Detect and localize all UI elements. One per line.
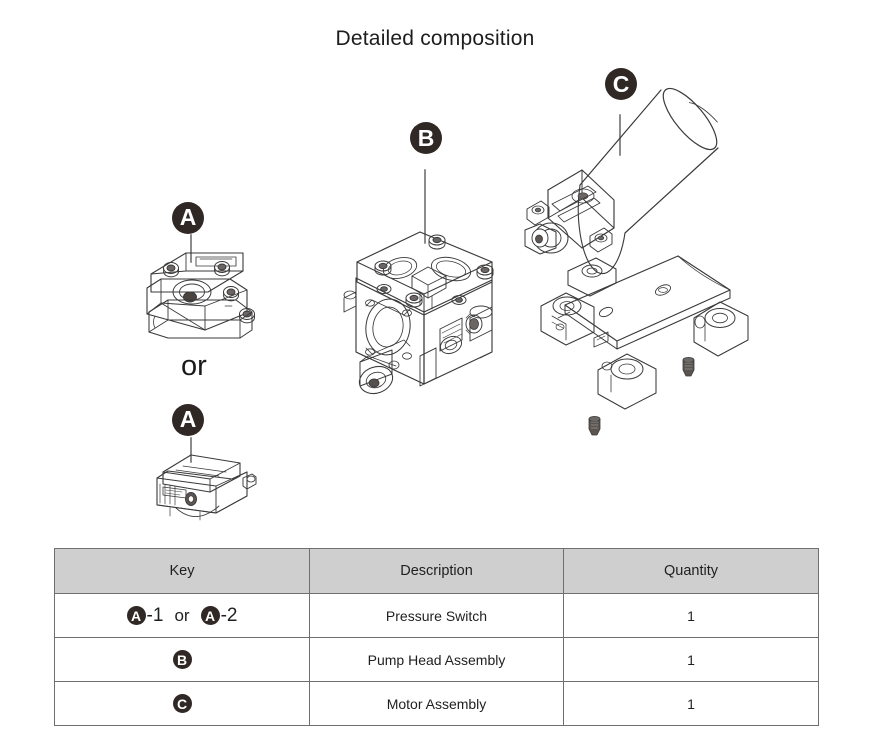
cell-quantity-motor: 1	[563, 681, 819, 726]
cell-description-pressure-switch: Pressure Switch	[309, 593, 564, 638]
badge-a2-table-icon: A	[200, 606, 220, 625]
badge-a1-table-icon: A	[126, 606, 146, 625]
key-separator-or: or	[174, 606, 190, 625]
key-badge-a1-suffix: -1	[146, 605, 164, 626]
key-badge-a2: A -2	[200, 605, 238, 626]
part-illustration-pressure-switch-a1	[146, 252, 255, 339]
cell-quantity-pressure-switch: 1	[563, 593, 819, 638]
exploded-diagram	[146, 87, 749, 521]
cell-key-motor: C	[54, 681, 310, 726]
cell-quantity-pump-head: 1	[563, 637, 819, 682]
hardware-screw-upper	[682, 356, 695, 377]
diagram-line-art	[146, 87, 749, 521]
table-row: C Motor Assembly 1	[54, 681, 819, 726]
part-illustration-pump-head-assembly	[343, 231, 494, 395]
parts-table: Key Description Quantity A -1 or A -2	[54, 548, 819, 726]
leader-lines	[190, 114, 621, 463]
column-header-quantity: Quantity	[563, 548, 819, 594]
cell-description-motor: Motor Assembly	[309, 681, 564, 726]
key-badge-a1: A -1	[126, 605, 164, 626]
part-illustration-motor-assembly	[524, 87, 719, 275]
page-title: Detailed composition	[335, 27, 535, 50]
table-row: A -1 or A -2 Pressure Switch 1	[54, 593, 819, 638]
column-header-key: Key	[54, 548, 310, 594]
part-illustration-pressure-switch-a2	[156, 454, 257, 521]
callout-a1: A -1	[172, 201, 204, 234]
callout-a2: A -2	[172, 403, 204, 436]
badge-c-icon: C	[605, 68, 637, 100]
badge-a2-icon: A	[172, 403, 204, 436]
table-row: B Pump Head Assembly 1	[54, 637, 819, 682]
badge-b-table-icon: B	[172, 650, 192, 669]
cell-description-pump-head: Pump Head Assembly	[309, 637, 564, 682]
callout-or-separator: or	[181, 350, 207, 382]
hardware-screw-lower	[588, 415, 601, 436]
key-badge-b: B	[172, 650, 192, 669]
cell-key-pump-head: B	[54, 637, 310, 682]
cell-key-pressure-switch: A -1 or A -2	[54, 593, 310, 638]
key-badge-c: C	[172, 694, 192, 713]
badge-a1-icon: A	[172, 201, 204, 234]
badge-b-icon: B	[410, 122, 442, 154]
key-badge-a2-suffix: -2	[220, 605, 238, 626]
badge-c-table-icon: C	[172, 694, 192, 713]
column-header-description: Description	[309, 548, 564, 594]
part-illustration-mounting-bracket	[540, 255, 749, 410]
table-header-row: Key Description Quantity	[54, 548, 819, 594]
